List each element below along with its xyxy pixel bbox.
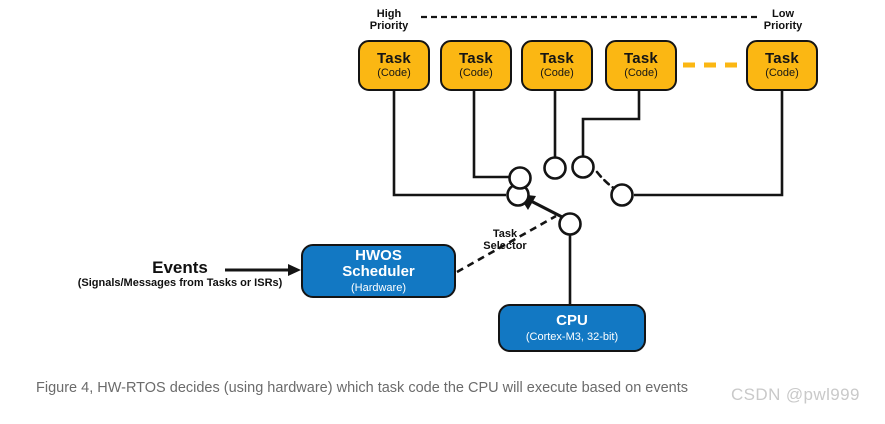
cpu-box[interactable]: CPU (Cortex-M3, 32-bit): [498, 304, 646, 352]
task-box-3[interactable]: Task (Code): [521, 40, 593, 91]
diagram-canvas: Task (Code) Task (Code) Task (Code) Task…: [77, 8, 818, 352]
hwos-scheduler-box[interactable]: HWOS Scheduler (Hardware): [301, 244, 456, 298]
events-sublabel: (Signals/Messages from Tasks or ISRs): [77, 277, 283, 289]
task-box-5-title: Task: [765, 50, 799, 68]
contact-task-3: [543, 156, 567, 180]
cpu-subtitle: (Cortex-M3, 32-bit): [525, 330, 619, 343]
events-label: Events: [152, 258, 208, 277]
figure-caption: Figure 4, HW-RTOS decides (using hardwar…: [36, 380, 689, 396]
selector-pivot: [558, 212, 582, 236]
wire-task-5: [634, 91, 784, 197]
task-box-3-subtitle: (Code): [540, 67, 574, 80]
hwos-scheduler-title-line1: HWOS: [355, 246, 402, 264]
contact-task-2: [508, 166, 532, 190]
low-priority-label-line2: Priority: [763, 20, 803, 33]
high-priority-label-line2: Priority: [369, 20, 409, 33]
task-box-1[interactable]: Task (Code): [358, 40, 430, 91]
caption-bar: Figure 4, HW-RTOS decides (using hardwar…: [0, 372, 885, 424]
diagram-wiring: [225, 15, 784, 304]
wire-task-1: [392, 91, 506, 197]
task-box-5-subtitle: (Code): [765, 67, 799, 80]
contact-task-4: [571, 155, 595, 179]
events-arrow: [225, 264, 301, 276]
task-box-3-title: Task: [540, 50, 574, 68]
high-priority-label-line1: High: [376, 8, 402, 20]
wire-scheduler-to-selector-dashed: [456, 214, 557, 274]
contact-task-5: [610, 183, 634, 207]
task-selector-label-line2: Selector: [483, 240, 527, 253]
task-box-2-subtitle: (Code): [459, 67, 493, 80]
task-box-2-title: Task: [459, 50, 493, 68]
task-box-5[interactable]: Task (Code): [746, 40, 818, 91]
task-box-1-title: Task: [377, 50, 411, 68]
task-box-2[interactable]: Task (Code): [440, 40, 512, 91]
task-box-4-subtitle: (Code): [624, 67, 658, 80]
task-box-4[interactable]: Task (Code): [605, 40, 677, 91]
task-selector-label: Task Selector: [472, 228, 538, 253]
csdn-watermark: CSDN @pwl999: [731, 385, 860, 404]
switch-contacts: [506, 155, 634, 236]
task-box-1-subtitle: (Code): [377, 67, 411, 80]
task-selector-label-line1: Task: [492, 228, 518, 240]
hwos-scheduler-title-line2: Scheduler: [342, 263, 415, 281]
high-priority-label: High Priority: [358, 8, 420, 33]
wire-task-2: [472, 91, 509, 179]
selector-pole-arm: [526, 197, 567, 221]
cpu-title: CPU: [556, 311, 588, 329]
hwos-scheduler-subtitle: (Hardware): [350, 282, 406, 295]
low-priority-label-line1: Low: [772, 8, 794, 20]
task-box-4-title: Task: [624, 50, 658, 68]
low-priority-label: Low Priority: [752, 8, 814, 33]
wire-task-4: [581, 91, 641, 157]
